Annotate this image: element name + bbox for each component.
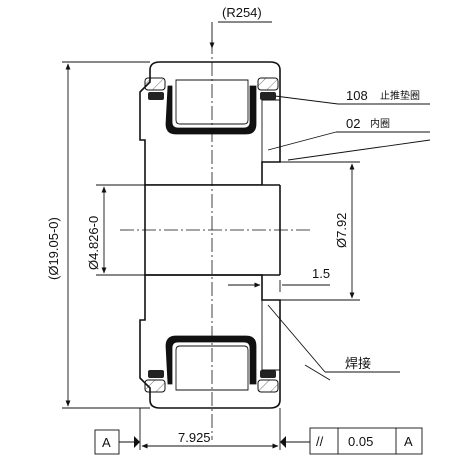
outer-diameter-dim: (Ø19.05-0) — [46, 61, 150, 409]
upper-half-section — [139, 61, 281, 186]
step-diameter-label: Ø7.92 — [334, 213, 349, 248]
top-radius-callout: (R254) — [209, 5, 272, 49]
upper-cup-inside — [175, 79, 249, 125]
overall-width-label: 7.925 — [178, 430, 211, 445]
upper-right-seal — [257, 77, 279, 91]
upper-inner-cup — [165, 85, 257, 135]
ring-name: 内圈 — [370, 117, 390, 130]
datum-label: A — [102, 435, 111, 450]
upper-inner-ring — [261, 99, 281, 163]
ring-callout: 02 内圈 — [267, 116, 431, 161]
lower-inner-cup — [165, 335, 257, 385]
ring-code: 02 — [346, 116, 360, 131]
step-diameter-dim: Ø7.92 — [262, 161, 360, 301]
weld-callout: 焊接 — [267, 304, 400, 381]
seal-name: 止推垫圈 — [380, 89, 420, 102]
bore-diameter-label: Ø4.826-0 — [86, 216, 101, 270]
tolerance-symbol: // — [316, 434, 324, 449]
overall-width-dim: 7.925 — [139, 408, 281, 450]
datum-a-symbol: A — [94, 429, 140, 455]
seal-code: 108 — [346, 88, 368, 103]
tolerance-value: 0.05 — [348, 434, 373, 449]
parallelism-frame: // 0.05 A — [280, 427, 423, 455]
tolerance-datum: A — [404, 434, 413, 449]
lower-left-seal — [144, 379, 166, 393]
lower-half-section — [139, 274, 281, 409]
weld-label: 焊接 — [345, 356, 371, 371]
step-width-dim: 1.5 — [228, 266, 330, 292]
seal-callout: 108 止推垫圈 — [274, 88, 430, 105]
lower-right-seal — [257, 379, 279, 393]
outer-diameter-label: (Ø19.05-0) — [46, 217, 61, 280]
step-width-label: 1.5 — [312, 266, 330, 281]
top-radius-label: (R254) — [222, 5, 262, 20]
lower-inner-ring — [261, 299, 281, 371]
bore-diameter-dim: Ø4.826-0 — [86, 184, 145, 276]
upper-left-seal — [144, 77, 166, 91]
lower-cup-inside — [175, 345, 249, 391]
